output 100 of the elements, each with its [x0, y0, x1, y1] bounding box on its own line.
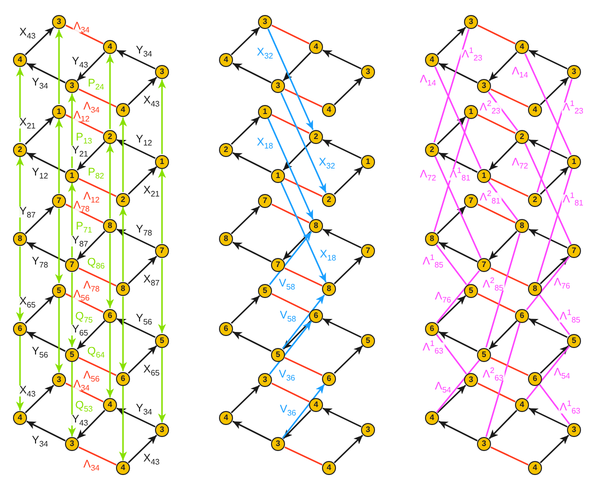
vertex-circle: 5 — [258, 284, 272, 298]
arrow — [24, 384, 54, 414]
vertex-circle: 3 — [567, 65, 581, 79]
arrow — [436, 384, 466, 414]
arrow — [282, 384, 325, 439]
arrow — [488, 230, 518, 260]
edge-label: Y$_{43}$ — [70, 56, 90, 67]
arrow — [119, 296, 127, 371]
edge-label: Λ$_{56}$ — [82, 370, 101, 381]
arrow — [158, 258, 166, 333]
edge-label: Y$_{56}$ — [134, 314, 154, 324]
arrow — [438, 152, 478, 173]
edge-label: X$_{65}$ — [18, 296, 37, 307]
edge-label: Y$_{78}$ — [30, 256, 50, 268]
connector-line — [488, 92, 518, 131]
vertex-circle: 3 — [258, 373, 272, 387]
edge-label: V$_{36}$ — [278, 370, 296, 380]
arrow — [267, 28, 314, 130]
edge-label: X$_{18}$ — [318, 250, 338, 260]
arrow — [158, 80, 166, 154]
vertex-circle: 5 — [361, 334, 375, 348]
vertex-circle: 3 — [271, 437, 285, 451]
vertex-circle: 7 — [155, 244, 169, 258]
vertex-circle: 7 — [361, 244, 375, 258]
arrow — [26, 62, 66, 84]
connector-line — [284, 357, 323, 376]
arrow — [26, 152, 66, 173]
arrow — [119, 118, 127, 192]
edge-label: Y$_{34}$ — [134, 45, 154, 56]
arrow — [322, 50, 362, 70]
connector-line — [65, 114, 104, 134]
connector-line — [271, 293, 310, 313]
vertex-circle: 8 — [13, 232, 27, 246]
vertex-circle: 1 — [52, 104, 66, 118]
arrow — [76, 230, 106, 260]
connector-line — [78, 268, 117, 286]
edge-label: Q$_{64}$ — [86, 346, 106, 358]
vertex-circle: 2 — [528, 192, 542, 206]
arrow — [128, 345, 158, 374]
edge-label: Y$_{21}$ — [70, 146, 90, 156]
vertex-circle: 6 — [309, 308, 323, 322]
arrow — [488, 141, 518, 171]
arrow — [26, 331, 66, 352]
connector-line — [485, 322, 521, 438]
arrow — [528, 50, 568, 70]
vertex-circle: 5 — [271, 348, 285, 362]
arrow — [528, 318, 568, 338]
arrow — [55, 30, 63, 104]
connector-line — [477, 382, 516, 402]
vertex-circle: 5 — [464, 284, 478, 298]
connector-line — [538, 384, 570, 424]
edge-label: Λ$_{12}$ — [82, 191, 101, 202]
edge-label: Λ$_{34}$ — [82, 460, 101, 470]
vertex-circle: 7 — [52, 194, 66, 208]
vertex-circle: 6 — [425, 322, 439, 336]
edge-label: Q$_{75}$ — [74, 311, 94, 322]
connector-line — [490, 357, 529, 376]
vertex-circle: 3 — [464, 373, 478, 387]
connector-line — [65, 382, 104, 402]
connector-line — [477, 293, 516, 313]
edge-label: Λ$_{34}$ — [82, 102, 101, 112]
arrow — [26, 420, 66, 442]
vertex-circle: 7 — [477, 258, 491, 272]
arrow — [68, 94, 76, 168]
arrow — [280, 92, 327, 193]
vertex-circle: 3 — [361, 65, 375, 79]
arrow — [528, 408, 568, 428]
vertex-circle: 3 — [361, 423, 375, 437]
connector-line — [434, 66, 482, 169]
edge-label: Λ$_{72}$ — [418, 170, 438, 180]
connector-line — [65, 293, 104, 313]
vertex-circle: 7 — [271, 258, 285, 272]
vertex-circle: 5 — [65, 348, 79, 362]
arrow — [232, 62, 272, 84]
vertex-circle: 2 — [219, 142, 233, 156]
edge-label: Λ$_{54}$ — [552, 368, 572, 378]
arrow — [106, 323, 114, 398]
arrow — [119, 386, 127, 460]
vertex-circle: 1 — [361, 154, 375, 168]
vertex-circle: 3 — [65, 437, 79, 451]
connector-line — [477, 204, 516, 224]
connector-line — [526, 256, 570, 310]
connector-line — [490, 88, 529, 108]
edge-label: X$_{32}$ — [318, 158, 336, 168]
edge-label: X$_{21}$ — [142, 185, 161, 196]
connector-line — [271, 24, 310, 44]
vertex-circle: 4 — [322, 103, 336, 117]
vertex-circle: 2 — [309, 130, 323, 144]
arrow — [322, 318, 362, 338]
vertex-circle: 8 — [515, 219, 529, 233]
arrow — [438, 242, 478, 262]
vertex-circle: 3 — [567, 423, 581, 437]
vertex-circle: 4 — [219, 53, 233, 67]
connector-line — [490, 446, 529, 466]
vertex-circle: 8 — [528, 282, 542, 296]
arrow — [76, 410, 106, 440]
arrow — [16, 68, 24, 142]
vertex-circle: 5 — [477, 348, 491, 362]
edge-label: Q$_{86}$ — [86, 257, 106, 268]
arrow — [26, 242, 66, 262]
